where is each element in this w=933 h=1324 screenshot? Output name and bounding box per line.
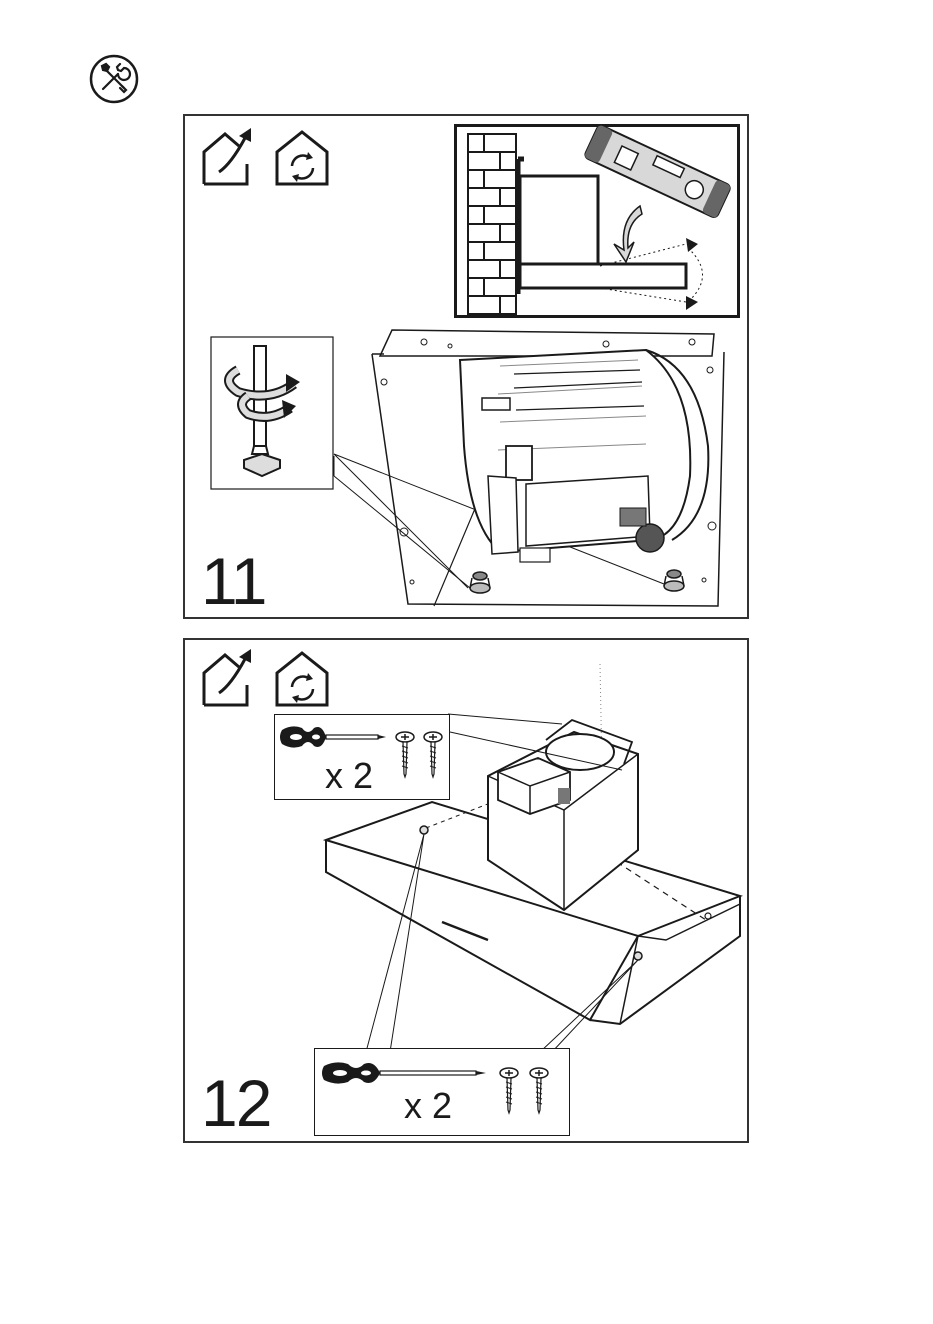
quantity-label: x 2 [325, 758, 373, 794]
level-inset [454, 124, 740, 318]
tools-icon [88, 53, 140, 105]
step-number: 11 [201, 548, 266, 614]
screwdriver-icon [278, 722, 388, 752]
rubber-foot [470, 570, 684, 593]
screw-icon [528, 1066, 550, 1114]
screw-icon [422, 730, 444, 778]
quantity-label: x 2 [404, 1088, 452, 1124]
screwdriver-inset [210, 336, 334, 490]
screw-icon [498, 1066, 520, 1114]
step-number: 12 [201, 1070, 270, 1136]
screwdriver-icon [320, 1058, 488, 1088]
house-outlet-icon [199, 645, 261, 709]
hood-motor-drawing [320, 326, 734, 610]
screw-icon [394, 730, 416, 778]
house-recirculation-icon [272, 124, 334, 188]
house-outlet-icon [199, 124, 261, 188]
